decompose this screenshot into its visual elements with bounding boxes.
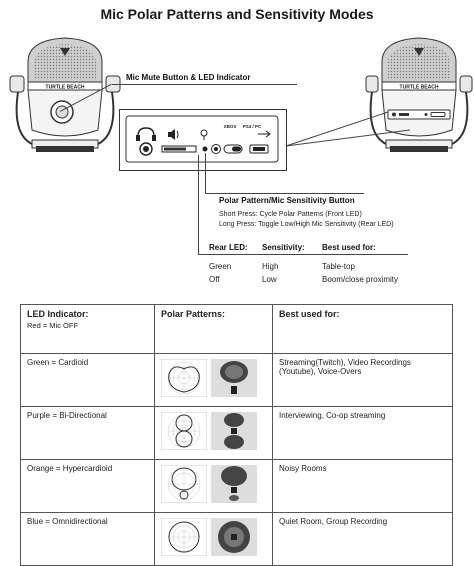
cardioid-pickup-diagram (211, 359, 257, 397)
rear-panel-illustration: XBOX PS4 / PC (125, 115, 279, 163)
long-press-text: Long Press: Toggle Low/High Mic Sensitiv… (219, 221, 394, 228)
best-cardioid: Streaming(Twitch), Video Recordings (You… (272, 353, 453, 407)
short-press-text: Short Press: Cycle Polar Patterns (Front… (219, 211, 362, 218)
bidirectional-pickup-diagram (211, 412, 257, 450)
pattern-cell-hypercardioid (154, 459, 273, 513)
svg-text:TURTLE BEACH: TURTLE BEACH (46, 85, 85, 91)
hypercardioid-pickup-diagram (211, 465, 257, 503)
table-row-hypercardioid: Orange = Hypercardioid Noisy Rooms (20, 459, 453, 513)
best-hypercardioid: Noisy Rooms (272, 459, 453, 513)
omnidirectional-pickup-diagram (211, 518, 257, 556)
page-title: Mic Polar Patterns and Sensitivity Modes (100, 6, 374, 22)
sensitivity-high: High (262, 262, 279, 271)
pattern-cell-bidirectional (154, 406, 273, 460)
bidirectional-polar-diagram (161, 412, 207, 450)
xbox-label: XBOX (224, 124, 237, 129)
led-bidirectional: Purple = Bi-Directional (20, 406, 155, 460)
omnidirectional-polar-diagram (161, 518, 207, 556)
sensitivity-header: Sensitivity: (262, 243, 305, 252)
table-row-bidirectional: Purple = Bi-Directional Interviewing, Co… (20, 406, 453, 460)
ps4-pc-label: PS4 / PC (243, 124, 262, 129)
led-cardioid: Green = Cardioid (20, 353, 155, 407)
best-used-header: Best used for: (322, 243, 376, 252)
rear-led-underline (198, 254, 408, 255)
led-indicator-header: LED Indicator: Red = Mic OFF (20, 304, 155, 354)
rear-led-header: Rear LED: (209, 243, 248, 252)
pattern-cell-omnidirectional (154, 512, 273, 566)
best-boom: Boom/close proximity (322, 275, 399, 284)
mute-callout-label: Mic Mute Button & LED Indicator (126, 73, 251, 82)
pattern-cell-cardioid (154, 353, 273, 407)
microphone-front-illustration: TURTLE BEACH (9, 37, 121, 152)
rear-led-off: Off (209, 275, 220, 284)
svg-text:TURTLE BEACH: TURTLE BEACH (400, 85, 439, 91)
polar-callout-label: Polar Pattern/Mic Sensitivity Button (219, 196, 355, 205)
panel-connector-lines (285, 111, 411, 147)
polar-patterns-header: Polar Patterns: (154, 304, 273, 354)
rear-led-green: Green (209, 262, 232, 271)
best-used-for-header: Best used for: (272, 304, 453, 354)
polar-leader-vertical (205, 153, 206, 193)
polar-pattern-table: LED Indicator: Red = Mic OFF Polar Patte… (20, 304, 453, 566)
microphone-rear-illustration: TURTLE BEACH (365, 37, 473, 152)
best-omnidirectional: Quiet Room, Group Recording (272, 512, 453, 566)
polar-callout-underline (205, 193, 364, 194)
led-indicator-title: LED Indicator: (27, 309, 89, 319)
best-table-top: Table-top (322, 262, 355, 271)
hypercardioid-polar-diagram (161, 465, 207, 503)
led-omnidirectional: Blue = Omnidirectional (20, 512, 155, 566)
table-row-cardioid: Green = Cardioid Streaming(Twitch), Vide… (20, 353, 453, 407)
best-bidirectional: Interviewing, Co-op streaming (272, 406, 453, 460)
table-row-omnidirectional: Blue = Omnidirectional Quiet Room, Group… (20, 512, 453, 566)
red-mic-off-note: Red = Mic OFF (27, 321, 79, 330)
cardioid-polar-diagram (161, 359, 207, 397)
sensitivity-low: Low (262, 275, 277, 284)
led-hypercardioid: Orange = Hypercardioid (20, 459, 155, 513)
mute-callout-underline (112, 84, 297, 85)
rear-led-leader-vertical (198, 155, 199, 254)
